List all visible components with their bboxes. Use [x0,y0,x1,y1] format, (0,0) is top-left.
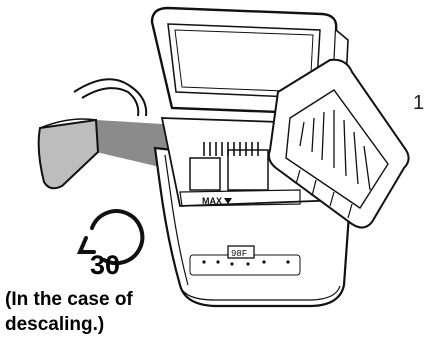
note-line-1: (In the case of [5,287,205,312]
descaling-note: (In the case of descaling.) [5,287,205,337]
pitcher-handle [74,79,146,116]
max-mark: MAX [202,196,222,206]
note-line-2: descaling.) [5,312,205,337]
timer-minutes: 30 [90,250,120,281]
pitcher-body [39,120,98,188]
display-temperature: 98F [231,249,247,259]
step-number: 1 [413,92,424,115]
